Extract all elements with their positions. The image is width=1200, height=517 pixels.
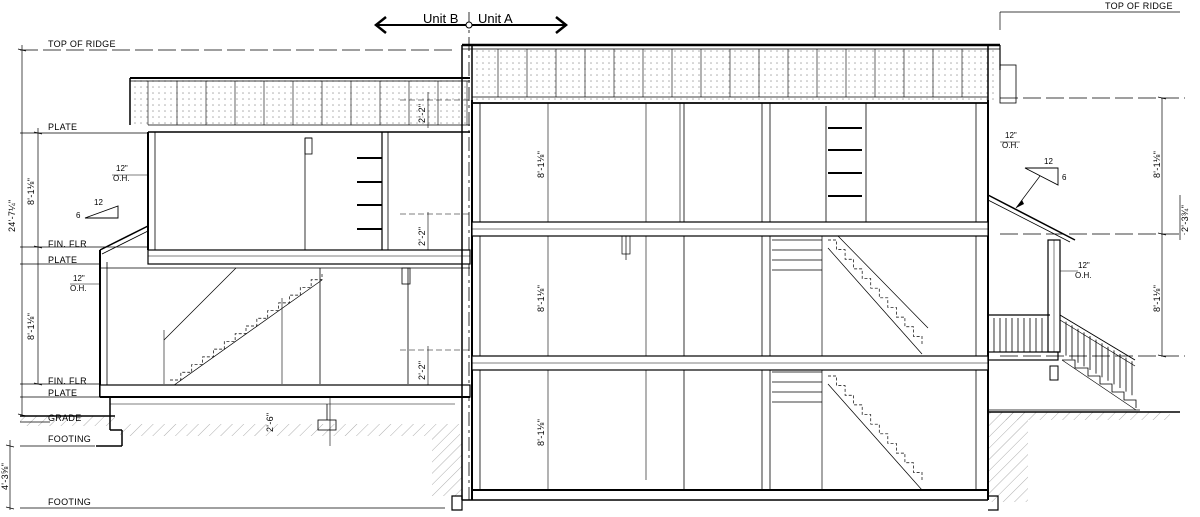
footing-lower-label: FOOTING: [48, 497, 91, 507]
overall-height-dim: 24'-7¼": [7, 199, 17, 232]
unit-a-story-2-dim: 8'-1⅛": [536, 285, 546, 312]
stair-treads: [828, 239, 923, 346]
stair-stringer: [827, 247, 923, 355]
unit-a-stair-section-upper: [825, 106, 862, 225]
right-porch: [987, 64, 1140, 411]
level-lines-left: [20, 49, 455, 509]
dimension-strings-center: [329, 92, 470, 446]
unit-a-stairs: [827, 235, 929, 491]
overhang-callouts: 12" O.H. 12" O.H. 12" O.H. 12" O.H.: [70, 131, 1091, 293]
upper-story-dim-left: 8'-1⅛": [26, 178, 36, 205]
dimension-strings-left: [5, 45, 43, 510]
unit-a-roof: [462, 43, 1001, 104]
unit-a-label: Unit A: [478, 11, 513, 26]
unit-b-floor-2: [147, 249, 471, 265]
joist-dim-1: 2'-2": [417, 104, 427, 123]
earth-hatching: [20, 412, 1170, 502]
unit-b-stair: [163, 267, 323, 389]
joist-dim-2: 2'-2": [417, 227, 427, 246]
oh-right-upper-tag: O.H.: [1002, 141, 1018, 150]
crawl-space-dim: 2'-6": [265, 413, 275, 432]
unit-b-label: Unit B: [423, 11, 458, 26]
oh-left-upper-tag: O.H.: [113, 174, 129, 183]
unit-a-stair-treads: [621, 235, 823, 490]
footing-upper-label: FOOTING: [48, 434, 91, 444]
right-upper-dim: 8'-1⅛": [1152, 151, 1162, 178]
stair-treads: [828, 375, 923, 482]
unit-a-walls: [461, 45, 989, 500]
oh-left-lower-value: 12": [73, 274, 85, 283]
unit-b-lower-story: [100, 267, 470, 384]
unit-b-floor-1: [96, 384, 471, 447]
oh-right-lower-tag: O.H.: [1075, 271, 1091, 280]
level-labels-left: TOP OF RIDGE PLATE FIN. FLR PLATE FIN. F…: [48, 39, 116, 507]
grade-label: GRADE: [48, 413, 82, 423]
top-of-ridge-right-label: TOP OF RIDGE: [1105, 1, 1173, 11]
pitch-right-run: 12: [1044, 157, 1053, 166]
unit-b-stair-section-upper: [357, 157, 382, 230]
stair-rail: [837, 235, 929, 329]
stair-rail: [163, 267, 237, 341]
stair-stringer: [827, 383, 923, 491]
unit-b-truss-webs: [147, 81, 468, 125]
grade-line: [20, 411, 1180, 417]
roof-pitch-right: 12 6: [1015, 157, 1067, 209]
oh-right-lower-value: 12": [1078, 261, 1090, 270]
plate-grade-label: PLATE: [48, 388, 77, 398]
porch-balusters: [993, 318, 1133, 396]
unit-a-story-1-dim: 8'-1⅛": [536, 419, 546, 446]
unit-b-left-canopy: [99, 225, 149, 397]
overhang-leaders: [70, 141, 1078, 285]
unit-b-roof: [129, 77, 470, 133]
pitch-left-run: 12: [94, 198, 103, 207]
unit-a-basement: [451, 489, 999, 511]
unit-a-truss-webs: [497, 49, 963, 97]
fin-flr-lower-label: FIN. FLR: [48, 376, 87, 386]
right-roof-dim: 2'-3¾": [1180, 205, 1190, 232]
oh-left-upper-value: 12": [116, 164, 128, 173]
right-lower-dim: 8'-1⅛": [1152, 285, 1162, 312]
unit-a-floor-3: [471, 221, 989, 237]
lower-story-dim-left: 8'-1⅛": [26, 313, 36, 340]
plate-upper-label: PLATE: [48, 122, 77, 132]
oh-left-lower-tag: O.H.: [70, 284, 86, 293]
stair-stringer: [169, 279, 323, 389]
unit-a-floor-2: [471, 355, 989, 371]
right-level-lines: [999, 11, 1185, 357]
foundation-dim: 4'-3⅝": [0, 463, 10, 490]
plate-lower-label: PLATE: [48, 255, 77, 265]
unit-b-upper-story: [147, 132, 389, 250]
dimension-strings-right: [1157, 96, 1181, 358]
unit-a-story-3-dim: 8'-1⅛": [536, 151, 546, 178]
oh-right-upper-value: 12": [1005, 131, 1017, 140]
fin-flr-upper-label: FIN. FLR: [48, 239, 87, 249]
top-of-ridge-label: TOP OF RIDGE: [48, 39, 116, 49]
stair-treads: [170, 272, 323, 381]
roof-pitch-left: 12 6: [76, 198, 119, 220]
pitch-right-rise: 6: [1062, 173, 1067, 182]
pitch-left-rise: 6: [76, 211, 81, 220]
joist-dim-3: 2'-2": [417, 361, 427, 380]
